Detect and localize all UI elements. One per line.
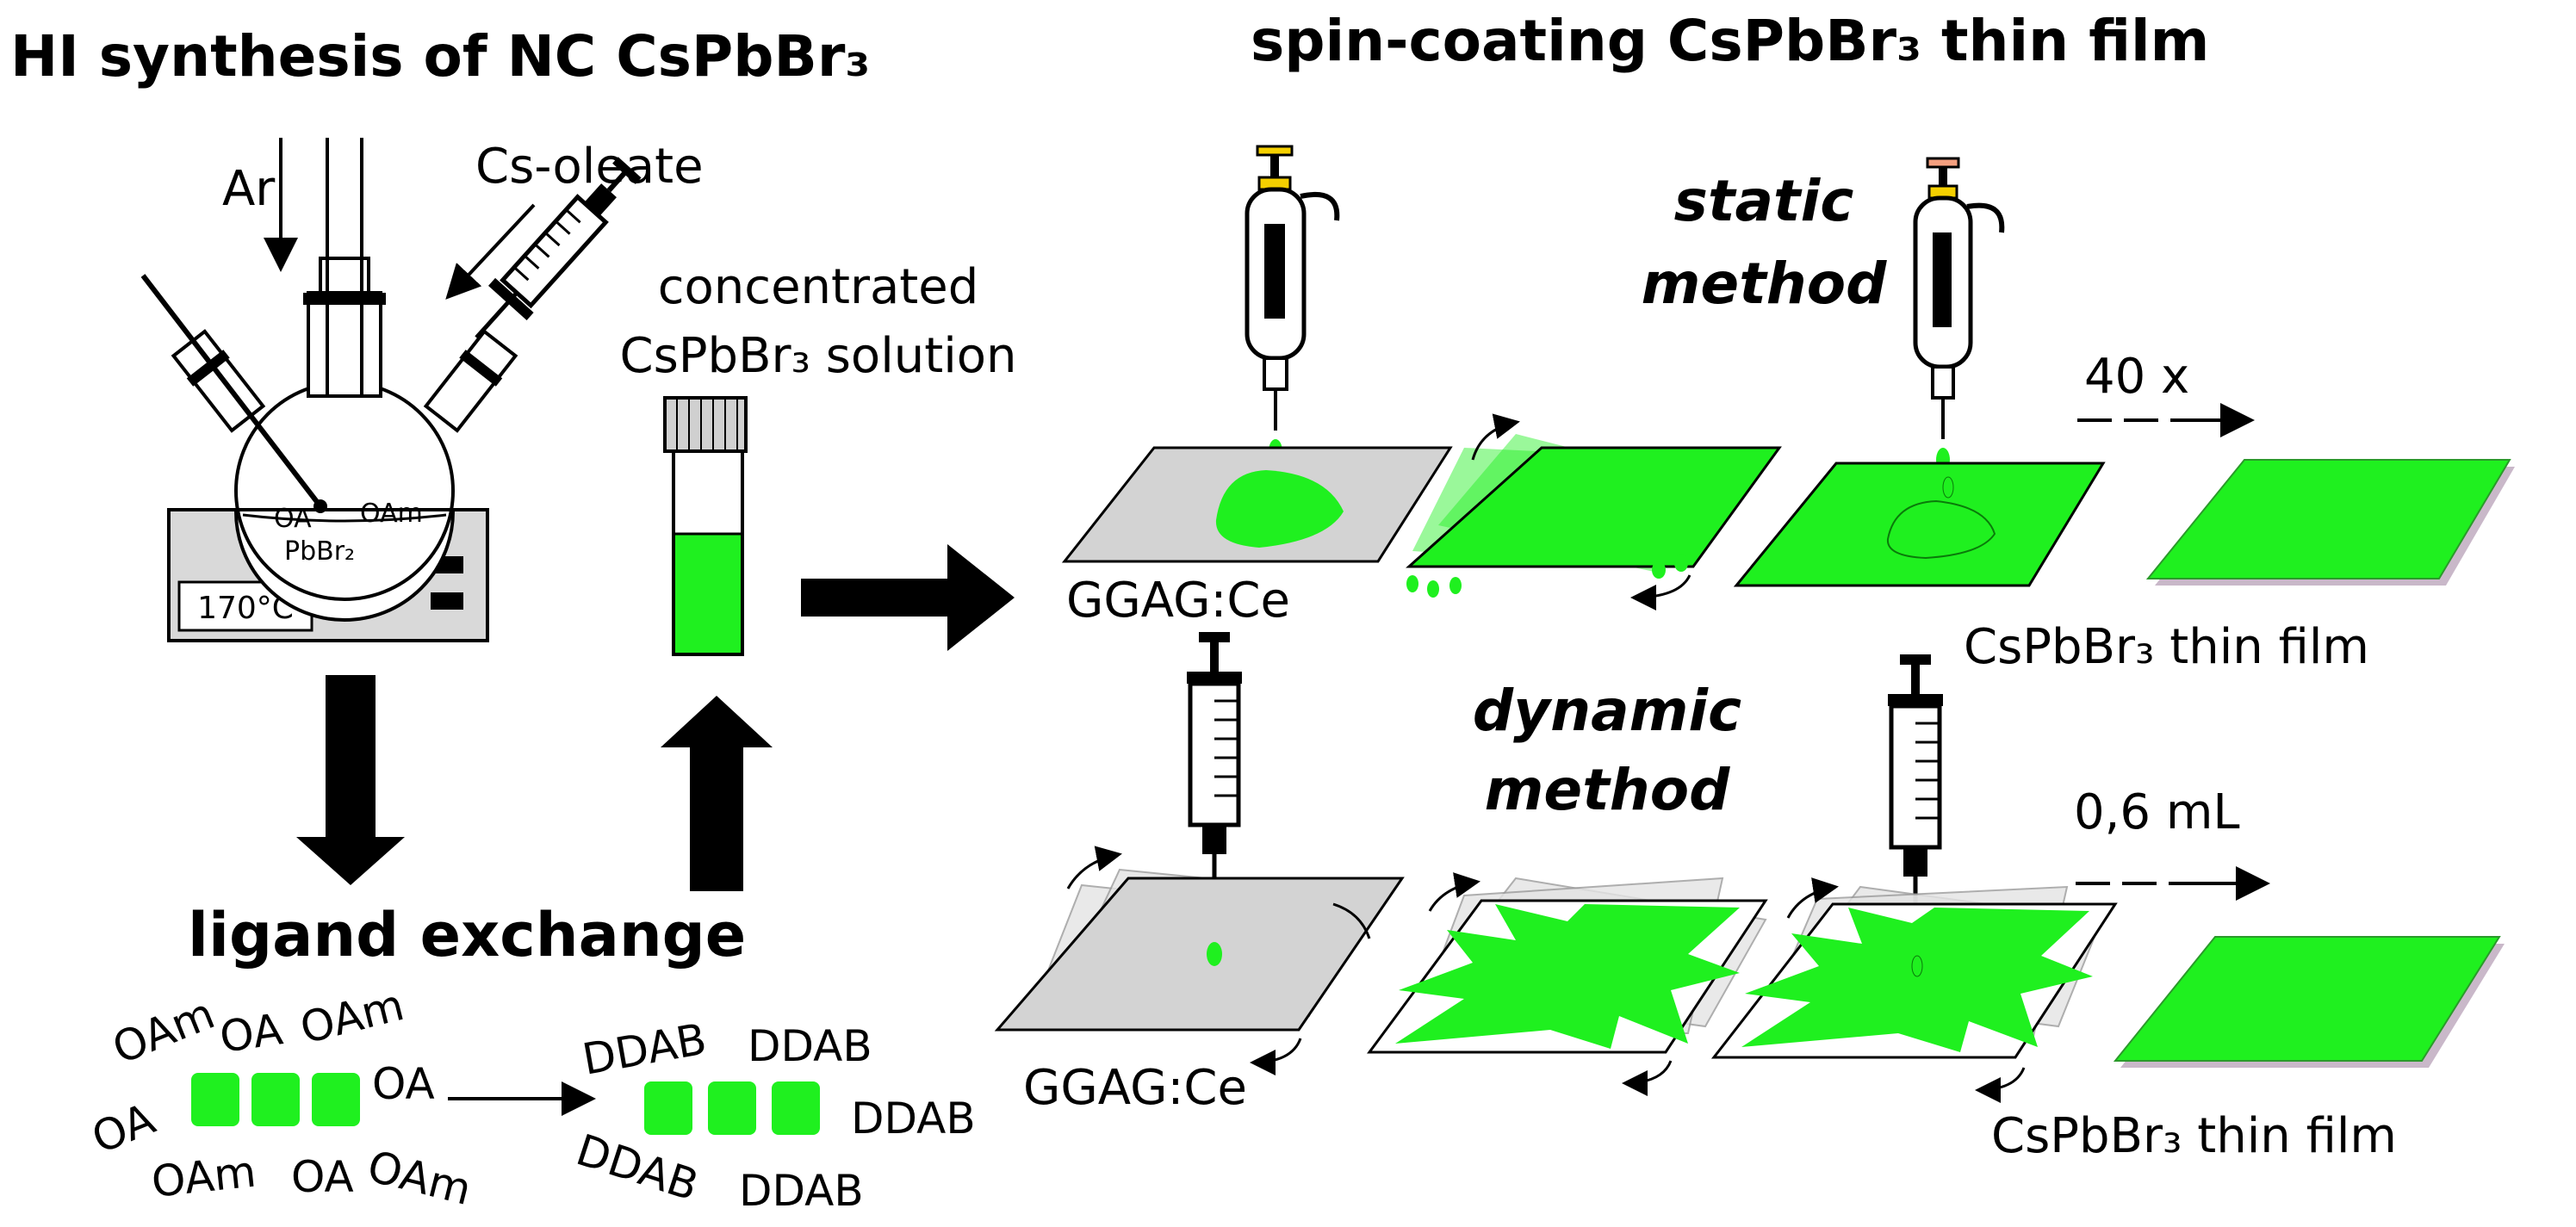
static-film-with-drop — [1733, 462, 2106, 587]
ligand-before: OAm OA OAm OA OA OAm OAm OA — [85, 980, 476, 1215]
flask-oam: OAm — [360, 499, 423, 529]
ligand-label: DDAB — [579, 1014, 711, 1085]
neck-clamp — [303, 293, 386, 305]
injection-arrow — [445, 203, 536, 300]
dynamic-label-line2: method — [1485, 757, 1730, 823]
static-substrate-label: GGAG:Ce — [1066, 573, 1290, 629]
arrow-down-to-ligand-exchange — [296, 675, 405, 885]
solution-label-line2: CsPbBr₃ solution — [619, 328, 1016, 384]
arrow-up-to-solution — [661, 696, 773, 891]
dynamic-result-label: CsPbBr₃ thin film — [1991, 1108, 2397, 1164]
nanocrystal — [772, 1081, 820, 1135]
dynamic-label-line1: dynamic — [1473, 678, 1741, 744]
ligand-label: OA — [291, 1152, 354, 1202]
ligand-label: OAm — [295, 980, 409, 1054]
ligand-label: DDAB — [851, 1094, 976, 1143]
nanocrystal — [708, 1081, 756, 1135]
ligand-label: OAm — [106, 988, 221, 1074]
nanocrystal — [644, 1081, 692, 1135]
static-result-film — [2145, 459, 2511, 579]
hotplate-knob-bottom — [431, 592, 463, 610]
flask-center-neck — [307, 291, 382, 398]
ligand-label: DDAB — [570, 1125, 704, 1211]
injection-syringe — [475, 157, 642, 339]
solution-vial — [663, 396, 748, 656]
left-title: HI synthesis of NC CsPbBr₃ — [10, 23, 870, 90]
dynamic-spinning-film-1 — [1367, 872, 1768, 1096]
dynamic-substrate-label: GGAG:Ce — [1023, 1060, 1247, 1116]
nanocrystal — [312, 1073, 360, 1126]
static-repeat-label: 40 x — [2084, 349, 2189, 405]
flask-liquid-line — [234, 511, 455, 622]
ligand-label: DDAB — [748, 1021, 872, 1071]
thermometer-probe — [140, 274, 323, 508]
ligand-label: OAm — [363, 1141, 476, 1215]
static-label-line2: method — [1642, 251, 1887, 317]
ligand-label: OAm — [149, 1147, 258, 1207]
synthesis-apparatus: 170°C OA OAm PbBr₂ Ar — [140, 138, 704, 642]
ligand-exchange-title: ligand exchange — [188, 900, 746, 970]
static-result-label: CsPbBr₃ thin film — [1964, 619, 2369, 675]
ligand-label: DDAB — [739, 1166, 864, 1216]
gas-label: Ar — [222, 161, 276, 217]
ligand-label: OA — [217, 1004, 286, 1063]
dynamic-result-film — [2113, 936, 2501, 1062]
syringe-dynamic-1 — [1187, 632, 1242, 913]
flask-pbbr2: PbBr₂ — [284, 536, 355, 567]
injection-label: Cs-oleate — [475, 139, 704, 195]
nanocrystal — [191, 1073, 239, 1126]
dynamic-spinning-film-2 — [1710, 877, 2118, 1103]
static-label-line1: static — [1674, 168, 1854, 234]
dynamic-volume-label: 0,6 mL — [2074, 784, 2240, 840]
nanocrystal — [251, 1073, 300, 1126]
pipette-static-2 — [1913, 157, 2005, 472]
static-droplet — [1215, 470, 1344, 548]
pipette-static-1 — [1245, 145, 1340, 463]
arrow-right-to-spin-coating — [801, 544, 1015, 651]
ligand-label: OA — [372, 1059, 435, 1109]
vial-liquid — [675, 534, 741, 653]
dynamic-spinning-substrate — [994, 846, 1405, 1075]
solution-label-line1: concentrated — [658, 259, 979, 315]
ligand-after: DDAB DDAB DDAB DDAB DDAB — [570, 1014, 975, 1216]
right-title: spin-coating CsPbBr₃ thin film — [1251, 8, 2209, 74]
ligand-label: OA — [85, 1094, 162, 1163]
flask-oa: OA — [274, 504, 312, 534]
static-spinning-film — [1406, 413, 1782, 610]
flask-right-neck — [423, 329, 518, 433]
